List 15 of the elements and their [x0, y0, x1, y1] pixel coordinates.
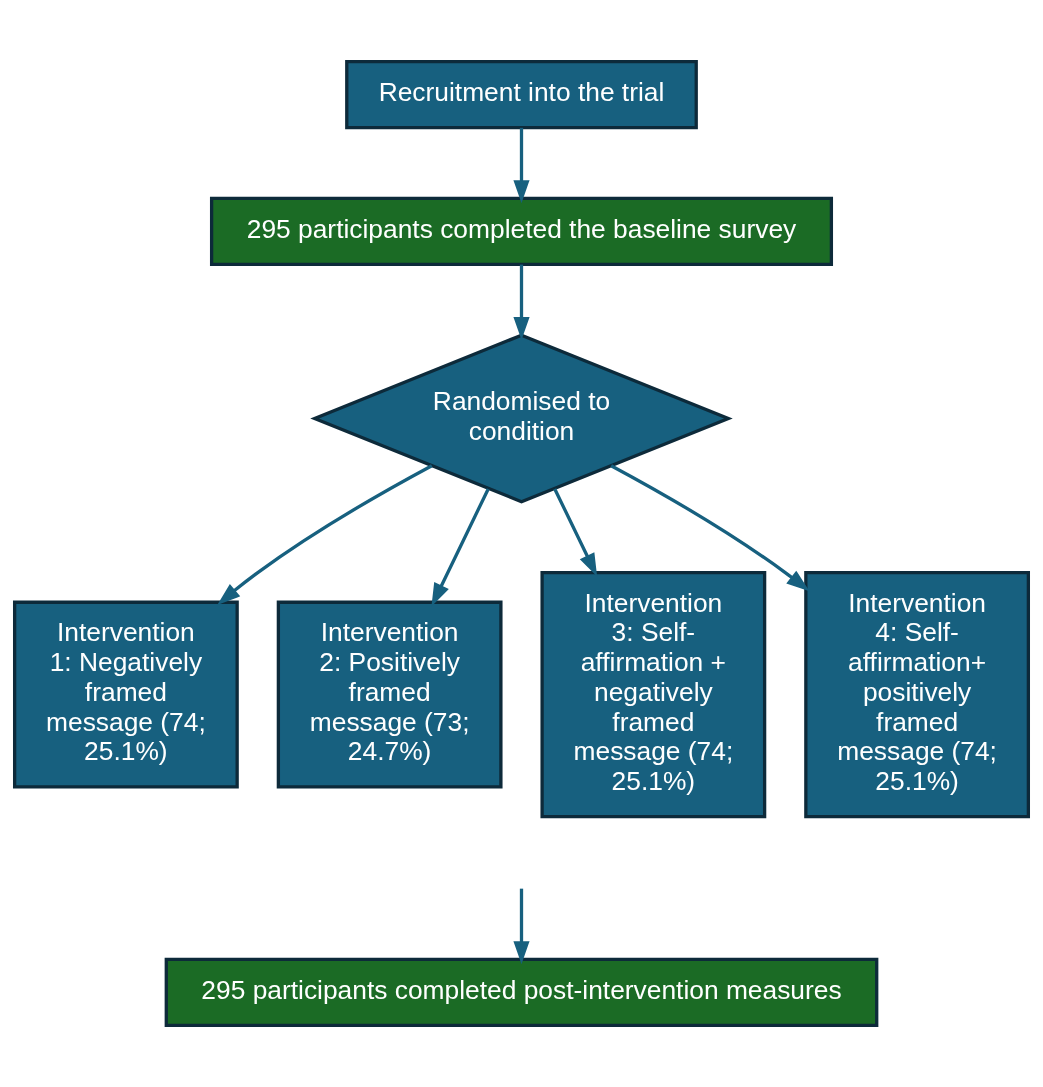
node-box: Intervention 1: Negatively framed message (74; 25.1%) — [13, 600, 239, 789]
node-box: 295 participants completed the baseline survey — [209, 196, 834, 266]
arrow — [513, 127, 530, 204]
arrow — [513, 264, 530, 341]
arrow — [431, 488, 490, 607]
arrow — [553, 488, 598, 577]
node-box: Intervention 4: Self-affirmation+ positively framed message (74; 25.1%) — [804, 570, 1030, 819]
arrow — [513, 888, 530, 965]
arrow — [217, 464, 433, 605]
node-box: Intervention 3: Self-affirmation + negatively framed message (74; 25.1%) — [540, 570, 767, 819]
node-box: 295 participants completed post-intervention measures — [164, 957, 879, 1028]
node-box: Intervention 2: Positively framed message (73; 24.7%) — [276, 600, 503, 789]
arrow — [610, 464, 810, 592]
node-diamond: Randomised to condition — [310, 333, 733, 504]
node-box: Recruitment into the trial — [345, 59, 698, 130]
